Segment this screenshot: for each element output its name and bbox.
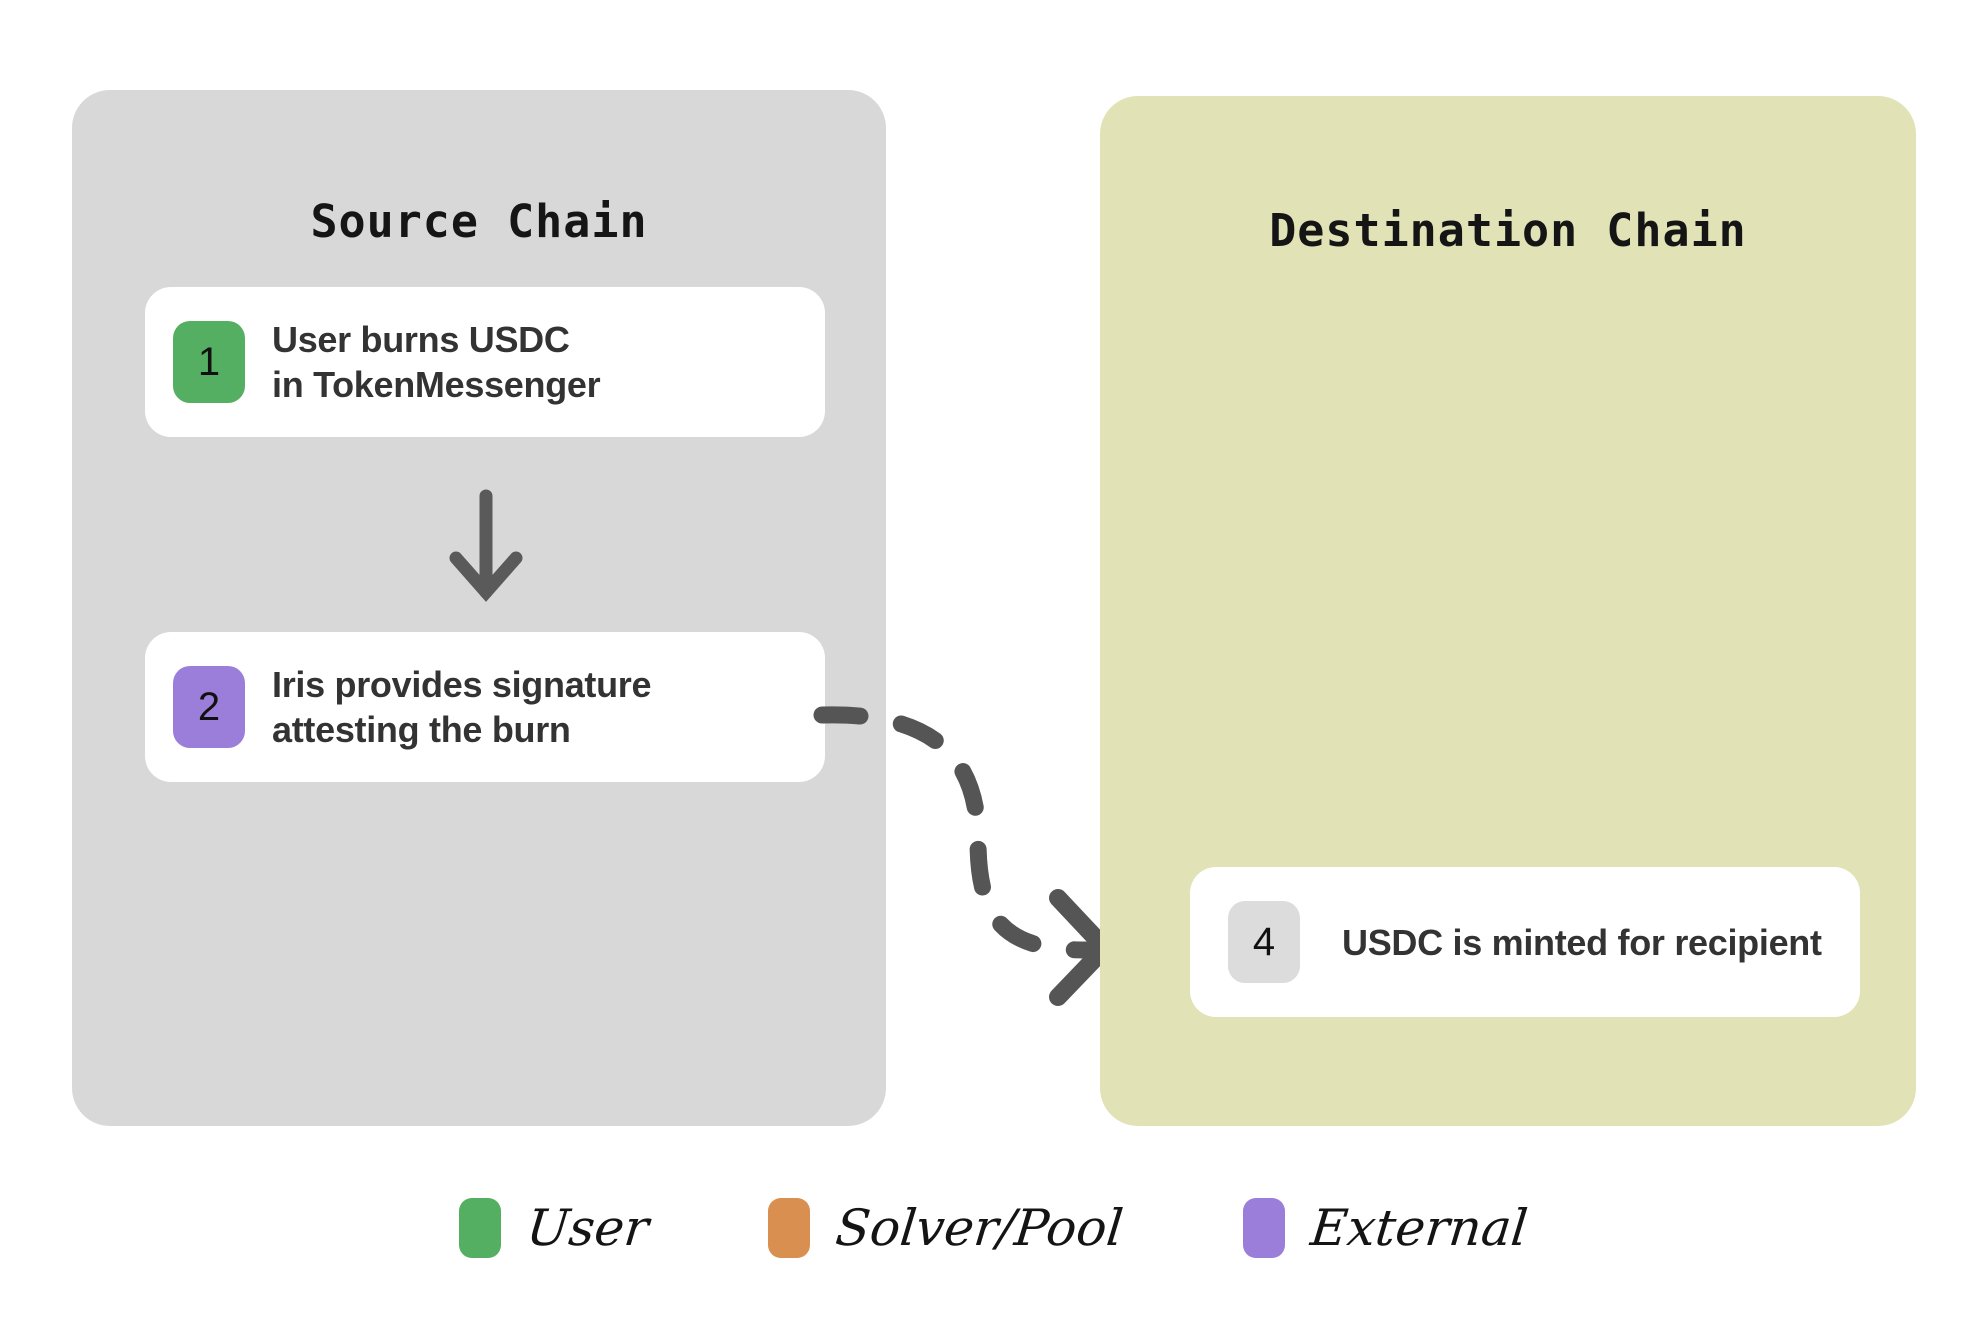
step-card-2[interactable]: 2 Iris provides signature attesting the …: [145, 632, 825, 782]
legend-swatch-user: [458, 1198, 501, 1258]
legend-label-solver-pool: Solver/Pool: [833, 1199, 1126, 1257]
step-label-2: Iris provides signature attesting the bu…: [272, 664, 652, 750]
chain-title-source: Source Chain: [310, 195, 648, 248]
legend-swatch-solver-pool: [768, 1198, 811, 1258]
step-card-4[interactable]: 4 USDC is minted for recipient: [1190, 867, 1860, 1017]
step-label-4: USDC is minted for recipient: [1342, 921, 1822, 963]
chain-panel-source: Source Chain: [72, 90, 886, 1126]
step-badge-2: 2: [173, 666, 245, 748]
step-label-1: User burns USDC in TokenMessenger: [272, 319, 601, 405]
legend-label-external: External: [1307, 1199, 1531, 1257]
legend-item-user: User: [458, 1198, 652, 1258]
legend-swatch-external: [1242, 1198, 1285, 1258]
legend-item-external: External: [1242, 1198, 1531, 1258]
legend: User Solver/Pool External: [0, 1198, 1986, 1258]
step-badge-1: 1: [173, 321, 245, 403]
legend-item-solver-pool: Solver/Pool: [768, 1198, 1126, 1258]
step-card-1[interactable]: 1 User burns USDC in TokenMessenger: [145, 287, 825, 437]
chain-title-destination: Destination Chain: [1269, 204, 1747, 257]
legend-label-user: User: [523, 1199, 652, 1257]
arrow-down-icon: [449, 489, 523, 602]
step-badge-4: 4: [1228, 901, 1300, 983]
